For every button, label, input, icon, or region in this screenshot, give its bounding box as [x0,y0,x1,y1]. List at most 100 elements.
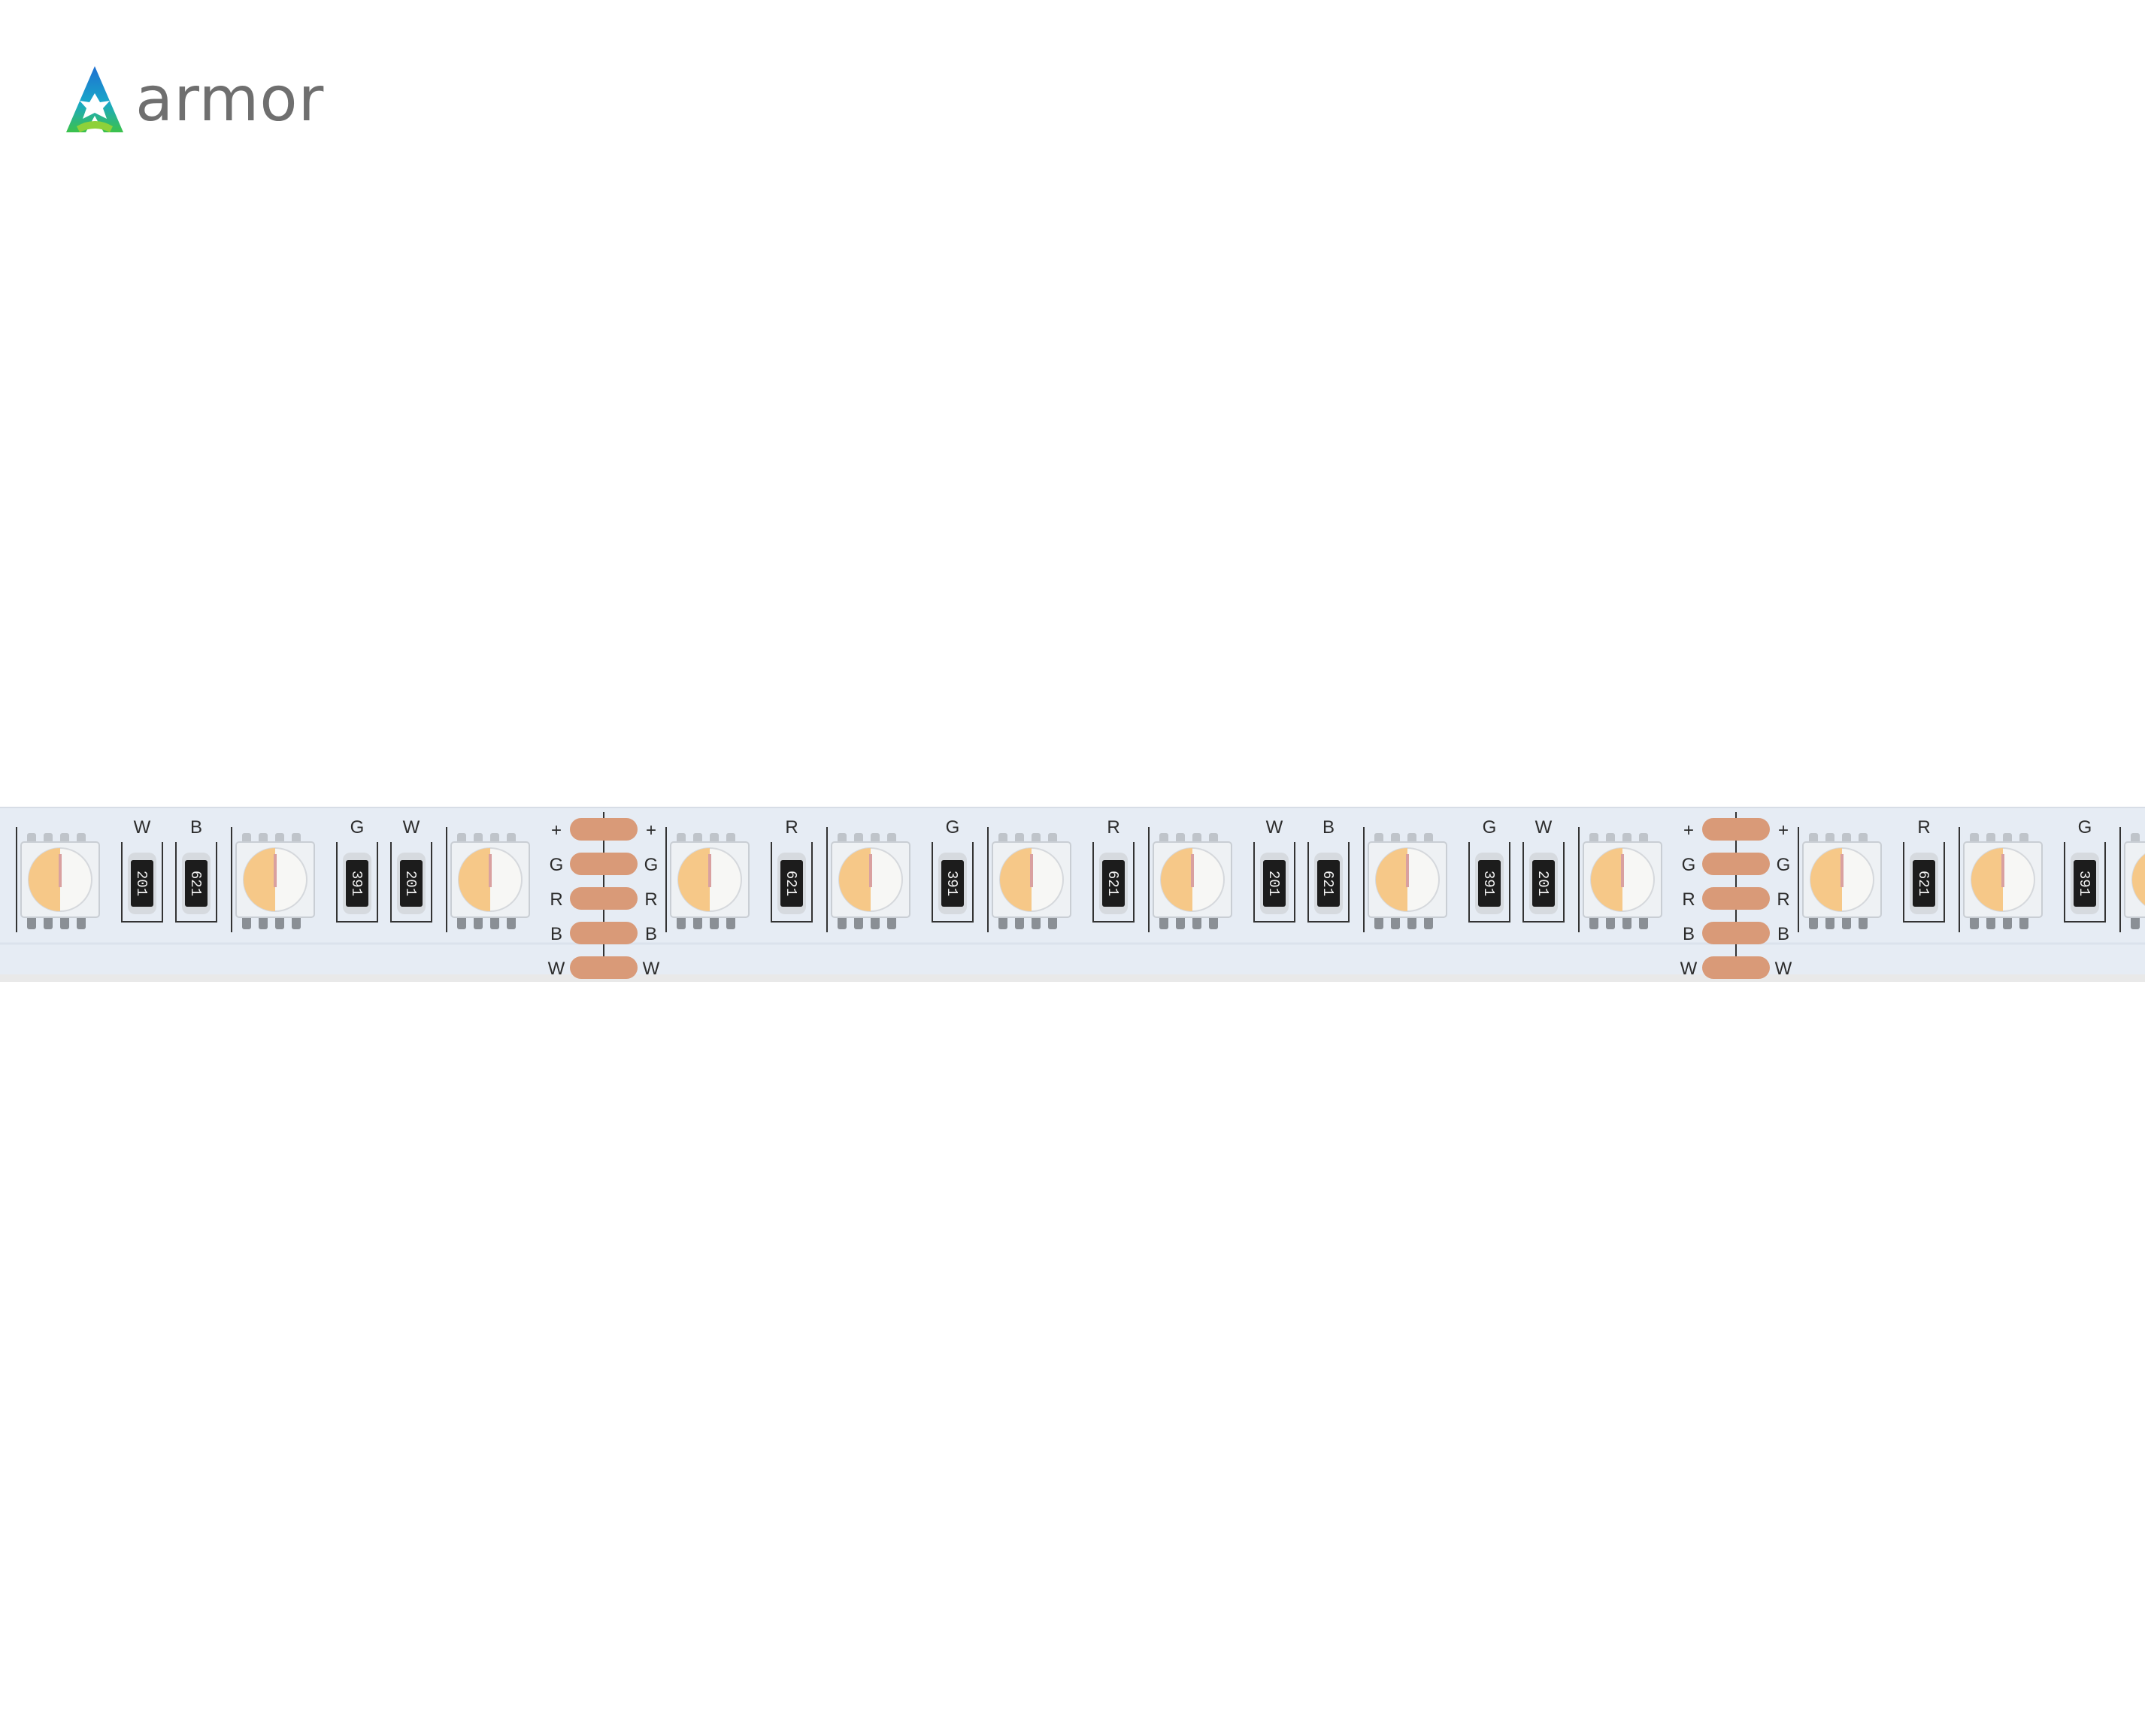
led-unit [1578,827,1662,932]
led-die-line [1406,854,1409,887]
resistor-outline [1522,842,1565,923]
led-pin-bottom [1159,916,1168,929]
led-unit [2119,827,2145,932]
led-pin-top [259,833,268,844]
led-pin-top [1639,833,1648,844]
led-unit [1363,827,1447,932]
led-pin-bottom [1986,916,1995,929]
led-pin-bottom [1606,916,1615,929]
pad-label-left: R [1682,889,1695,910]
pad-label-right: G [1777,855,1791,875]
resistor-outline [2064,842,2106,923]
led-pin-top [1842,833,1851,844]
led-pin-bottom [1639,916,1648,929]
resistor-code: 201 [1535,871,1551,896]
led-pin-top [242,833,251,844]
led-pin-top [275,833,284,844]
resistor-silk-label: G [1483,817,1497,838]
resistor-outline [771,842,813,923]
led-pin-bottom [1622,916,1631,929]
led-pin-top [60,833,69,844]
led-pin-top [1424,833,1433,844]
led-pin-bottom [292,916,301,929]
pad-label-right: B [645,924,657,944]
resistor-code: 391 [2076,871,2092,896]
resistor-silk-label: B [190,817,202,838]
led-pin-top [490,833,499,844]
led-pin-top [1209,833,1218,844]
led-pin-top [2131,833,2140,844]
resistor-outline [121,842,163,923]
pad-label-left: B [1683,924,1695,944]
resistor-body [1317,860,1340,907]
armor-logo-icon [66,66,123,132]
led-pin-bottom [474,916,483,929]
pad-label-left: + [1683,820,1694,841]
resistor-silk-label: R [1107,817,1119,838]
led-pin-bottom [1032,916,1041,929]
pad-label-right: + [646,820,656,841]
led-pin-top [854,833,863,844]
pad-label-right: W [1775,959,1792,979]
resistor-outline [1092,842,1135,923]
led-pin-bottom [710,916,719,929]
led-pin-top [1374,833,1383,844]
res-unit: G 391 [2064,817,2106,923]
led-pin-bottom [1374,916,1383,929]
led-pin-bottom [1192,916,1201,929]
resistor-code: 621 [1319,871,1336,896]
led-die-line [1841,854,1844,887]
led-pin-top [726,833,735,844]
resistor-silk-label: W [1535,817,1553,838]
pad-label-right: + [1778,820,1789,841]
strip-shadow [0,974,2145,982]
solder-pad [570,956,638,979]
led-pin-top [838,833,847,844]
led-pin-bottom [490,916,499,929]
led-pin-bottom [1859,916,1868,929]
led-pin-bottom [27,916,36,929]
led-unit [665,827,750,932]
resistor-silk-label: B [1322,817,1335,838]
resistor-code: 391 [348,871,365,896]
led-phosphor [29,848,60,911]
led-pin-top [871,833,880,844]
led-pin-top [1970,833,1979,844]
led-phosphor [839,848,871,911]
led-pin-top [710,833,719,844]
pad-label-right: G [644,855,659,875]
pad-label-left: W [548,959,565,979]
solder-pad [570,818,638,841]
led-pin-bottom [1809,916,1818,929]
solder-pad [570,922,638,944]
led-die-line [1621,854,1624,887]
led-pin-top [292,833,301,844]
led-phosphor [459,848,490,911]
resistor-outline [1307,842,1350,923]
led-unit [446,827,530,932]
led-die-line [59,854,62,887]
resistor-silk-label: G [2078,817,2092,838]
led-phosphor [1810,848,1842,911]
resistor-code: 621 [1915,871,1931,896]
led-pin-top [1176,833,1185,844]
resistor-body [2074,860,2096,907]
led-pin-bottom [2019,916,2028,929]
solder-pad [1702,887,1770,910]
pad-label-left: W [1680,959,1698,979]
resistor-code: 391 [1480,871,1497,896]
resistor-body [941,860,964,907]
led-phosphor [2132,854,2145,905]
resistor-body [400,860,423,907]
resistor-outline [1903,842,1945,923]
resistor-code: 391 [944,871,960,896]
pad-label-left: G [550,855,564,875]
solder-pad [1702,956,1770,979]
led-unit [1959,827,2043,932]
led-pin-bottom [1209,916,1218,929]
led-pin-bottom [1048,916,1057,929]
